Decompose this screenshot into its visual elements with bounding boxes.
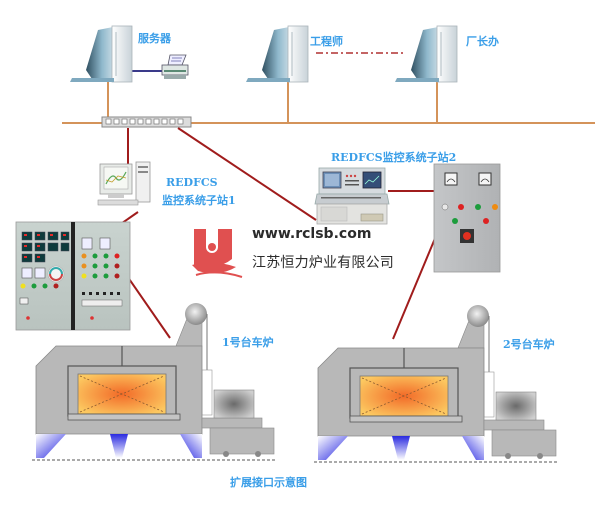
director-computer-icon xyxy=(395,25,458,83)
substation1-pc-icon xyxy=(97,161,151,206)
furnace-2 xyxy=(314,305,558,463)
diagram-title: 扩展接口示意图 xyxy=(230,476,307,489)
substation2-label: REDFCS监控系统子站2 xyxy=(331,151,457,164)
company-logo-icon xyxy=(192,229,243,278)
company-name: 江苏恒力炉业有限公司 xyxy=(252,255,394,271)
control-links xyxy=(111,127,437,340)
control-cabinet-1 xyxy=(15,221,131,331)
server-computer-icon xyxy=(70,25,133,83)
substation1-label-line2: 监控系统子站1 xyxy=(162,194,236,207)
substation1-label-line1: REDFCS xyxy=(166,176,218,189)
server-label: 服务器 xyxy=(138,32,171,45)
substation2-console-icon xyxy=(314,167,390,225)
factory-director-label: 厂长办 xyxy=(466,35,499,48)
network-switch xyxy=(101,116,192,128)
furnace1-label: 1号台车炉 xyxy=(222,336,274,349)
company-url: www.rclsb.com xyxy=(252,226,372,242)
control-cabinet-2 xyxy=(433,163,501,273)
furnace-1 xyxy=(32,303,276,461)
printer-icon xyxy=(161,54,189,79)
furnace2-label: 2号台车炉 xyxy=(503,338,555,351)
engineer-label: 工程师 xyxy=(310,35,343,48)
engineer-computer-icon xyxy=(246,25,309,83)
